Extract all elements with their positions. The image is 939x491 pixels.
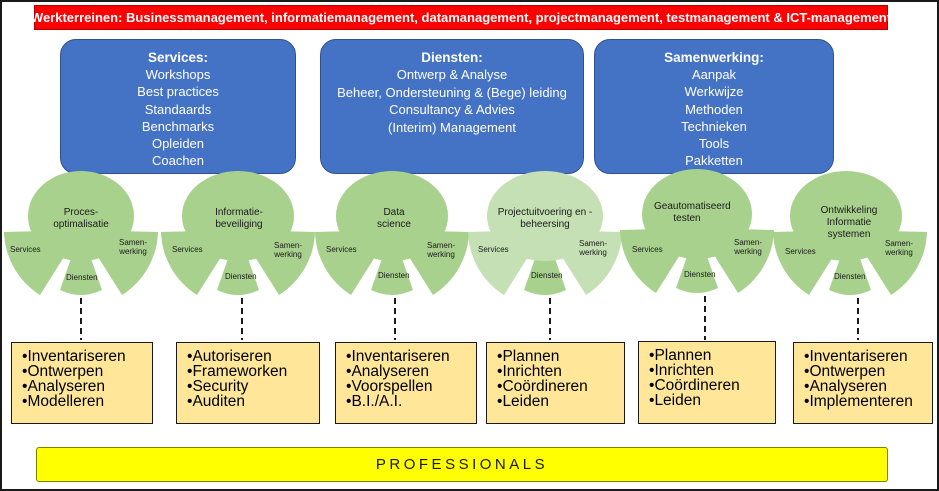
wheel-ontwikkeling-informatiesystemen xyxy=(773,171,927,340)
task-item: Ontwerpen xyxy=(804,364,932,380)
sector-label-diensten: Diensten xyxy=(834,272,866,281)
task-item: Security xyxy=(187,379,319,395)
tasks-box-projectuitvoering: Plannen Inrichten Coördineren Leiden xyxy=(486,342,625,424)
diensten-box: Diensten: Ontwerp & Analyse Beheer, Onde… xyxy=(320,39,584,174)
sector-label-samenwerking: Samen-werking xyxy=(578,239,607,257)
wheel-data-science xyxy=(315,171,469,340)
wheel-tail xyxy=(217,290,259,295)
task-item: Leiden xyxy=(497,394,624,410)
sector-label-diensten: Diensten xyxy=(225,272,257,281)
area-label-data-science: Data science xyxy=(377,207,411,230)
task-item: Plannen xyxy=(649,348,775,364)
sector-label-samenwerking: Samen-werking xyxy=(884,239,913,257)
tasks-box-ontwikkeling-informatiesystemen: Inventariseren Ontwerpen Analyseren Impl… xyxy=(793,342,933,424)
diensten-item: Beheer, Ondersteuning & (Bege) leiding xyxy=(337,84,567,100)
tasks-box-geautomatiseerd-testen: Plannen Inrichten Coördineren Leiden xyxy=(638,341,776,424)
samenwerking-item: Aanpak xyxy=(691,67,737,82)
task-item: Implementeren xyxy=(804,394,932,410)
tasks-box-proces-optimalisatie: Inventariseren Ontwerpen Analyseren Mode… xyxy=(11,342,153,424)
tasks-box-informatiebeveiliging: Autoriseren Frameworken Security Auditen xyxy=(176,342,320,424)
diensten-item: Ontwerp & Analyse xyxy=(396,67,508,82)
task-item: B.I./A.I. xyxy=(346,394,476,410)
task-item: Frameworken xyxy=(187,364,319,380)
services-item: Opleiden xyxy=(151,136,205,152)
wheel-center xyxy=(487,171,603,261)
wheel-center xyxy=(642,169,752,259)
wheel-center xyxy=(182,171,294,261)
werkterreinen-banner: Werkterreinen: Businessmanagement, infor… xyxy=(31,5,891,30)
task-item: Modelleren xyxy=(22,394,152,410)
wheel-tail xyxy=(60,290,102,295)
diensten-item: (Interim) Management xyxy=(388,119,516,135)
area-label-projectuitvoering: Projectuitvoering en -beheersing xyxy=(497,207,593,230)
sector-label-samenwerking: Samen-werking xyxy=(273,241,302,259)
wheel-geautomatiseerd-testen xyxy=(620,169,774,340)
samenwerking-item: Methoden xyxy=(685,101,743,117)
task-item: Coördineren xyxy=(649,378,775,394)
wheel-center xyxy=(336,171,448,261)
wheel-projectuitvoering xyxy=(468,171,622,340)
samenwerking-title: Samenwerking: xyxy=(664,50,764,65)
samenwerking-item: Technieken xyxy=(681,118,747,134)
task-item: Inventariseren xyxy=(22,349,152,365)
sector-label-diensten: Diensten xyxy=(378,271,410,280)
task-item: Inventariseren xyxy=(346,349,476,365)
sector-label-diensten: Diensten xyxy=(531,271,563,280)
sector-label-services: Services xyxy=(478,245,509,254)
services-item: Best practices xyxy=(137,84,219,100)
samenwerking-item: Pakketten xyxy=(685,153,743,169)
sector-label-samenwerking: Samen-werking xyxy=(426,241,455,259)
task-item: Inrichten xyxy=(497,364,624,380)
task-item: Autoriseren xyxy=(187,349,319,365)
services-item: Coachen xyxy=(151,153,205,169)
task-item: Ontwerpen xyxy=(22,364,152,380)
services-title: Services: xyxy=(147,50,209,65)
task-item: Inrichten xyxy=(649,363,775,379)
sector-label-services: Services xyxy=(172,245,203,254)
wheel-tail xyxy=(371,290,413,295)
diensten-item: Consultancy & Advies xyxy=(389,102,515,117)
sector-label-samenwerking: Samen-werking xyxy=(733,238,762,256)
task-item: Leiden xyxy=(649,393,775,409)
wheel-tail xyxy=(829,290,871,295)
wheel-informatiebeveiliging xyxy=(161,171,315,340)
wheel-proces-optimalisatie xyxy=(4,171,158,340)
samenwerking-box: Samenwerking: Aanpak Werkwijze Methoden … xyxy=(594,39,834,174)
wheel-tail xyxy=(524,290,566,295)
task-item: Analyseren xyxy=(22,379,152,395)
services-box: Services: Workshops Best practices Stand… xyxy=(60,39,296,174)
services-item: Benchmarks xyxy=(141,118,215,134)
area-label-informatiebeveiliging: Informatie-beveiliging xyxy=(215,207,263,230)
services-item: Workshops xyxy=(145,67,211,82)
samenwerking-item: Werkwijze xyxy=(684,84,744,100)
sector-label-samenwerking: Samen-werking xyxy=(118,238,147,256)
diensten-title: Diensten: xyxy=(421,50,483,65)
sector-label-services: Services xyxy=(10,245,41,254)
sector-label-services: Services xyxy=(326,245,357,254)
task-item: Coördineren xyxy=(497,379,624,395)
area-label-geautomatiseerd-testen: Geautomatiseerd testen xyxy=(654,201,731,224)
wheel-center xyxy=(790,171,902,261)
professionals-footer: PROFESSIONALS xyxy=(36,447,888,482)
task-item: Auditen xyxy=(187,394,319,410)
task-item: Inventariseren xyxy=(804,349,932,365)
tasks-box-data-science: Inventariseren Analyseren Voorspellen B.… xyxy=(335,342,477,424)
sector-label-diensten: Diensten xyxy=(66,273,98,282)
wheel-center xyxy=(28,171,134,261)
area-label-proces-optimalisatie: Proces-optimalisatie xyxy=(53,207,109,230)
task-item: Analyseren xyxy=(346,364,476,380)
samenwerking-item: Tools xyxy=(698,136,730,152)
area-label-ontwikkeling-informatiesystemen: Ontwikkeling Informatie systemen xyxy=(820,205,878,240)
sector-label-diensten: Diensten xyxy=(684,270,716,279)
wheel-tail xyxy=(676,288,718,293)
task-item: Voorspellen xyxy=(346,379,476,395)
task-item: Plannen xyxy=(497,349,624,365)
sector-label-services: Services xyxy=(632,245,663,254)
sector-label-services: Services xyxy=(785,247,816,256)
task-item: Analyseren xyxy=(804,379,932,395)
services-item: Standaards xyxy=(144,101,212,117)
